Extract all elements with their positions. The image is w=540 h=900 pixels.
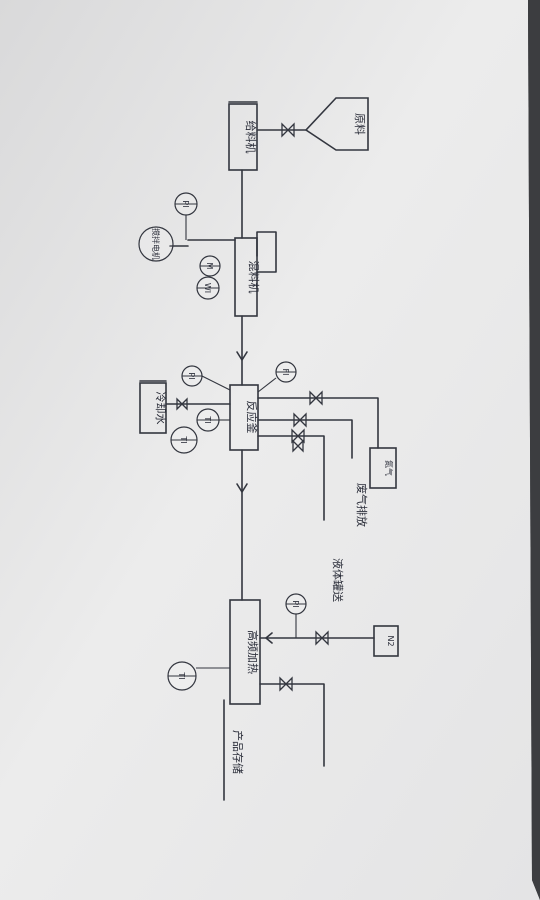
hopper-valve xyxy=(281,122,295,138)
reactor-box xyxy=(229,384,259,451)
n2-valve xyxy=(315,630,329,646)
heater-label: 高频加热 xyxy=(246,630,260,674)
pi-2-tap xyxy=(201,375,231,391)
svg-text:PI: PI xyxy=(187,372,196,379)
cooling-water-label: 冷却水 xyxy=(154,392,167,425)
product-line xyxy=(259,683,325,767)
instrument-pi-3: PI xyxy=(285,593,307,615)
exhaust-valve xyxy=(293,412,307,428)
feeder-box xyxy=(228,103,258,171)
table-edge xyxy=(528,0,540,900)
instrument-ti-2: TI xyxy=(170,426,198,454)
svg-text:TI: TI xyxy=(177,671,186,679)
feeder-label: 给料机 xyxy=(244,121,258,154)
heater-box xyxy=(229,599,261,705)
svg-text:WI: WI xyxy=(203,283,212,293)
flow-arrow-1 xyxy=(236,483,248,493)
n2-box xyxy=(373,625,399,657)
svg-text:FI: FI xyxy=(281,369,290,376)
instrument-ti-3: TI xyxy=(167,661,197,691)
svg-text:PI: PI xyxy=(181,200,190,207)
reactor-label: 反应釜 xyxy=(245,401,259,434)
nitrogen-box xyxy=(369,447,397,489)
product-valve xyxy=(279,676,293,692)
fi-1-tap xyxy=(257,377,277,393)
tank-label: 液体罐送 xyxy=(331,558,345,602)
stirring-motor: 搅拌电机 xyxy=(138,226,174,262)
svg-text:M: M xyxy=(205,263,214,270)
cooling-water-box xyxy=(139,382,167,434)
instrument-ti-1: TI xyxy=(196,408,220,432)
svg-text:TI: TI xyxy=(179,435,188,443)
mixer-recycle-line xyxy=(256,231,277,273)
svg-text:TI: TI xyxy=(203,415,212,423)
product-label: 产品存储 xyxy=(231,730,245,774)
mixer-box xyxy=(234,237,258,317)
nitrogen-valve-1 xyxy=(309,390,323,406)
mixer-label: 混料机 xyxy=(247,261,261,294)
raw-material-hopper xyxy=(304,97,369,151)
n2-label: N2 xyxy=(386,635,395,646)
raw-material-label: 原料 xyxy=(353,113,367,135)
tank-line xyxy=(257,435,325,521)
tank-valve-2 xyxy=(292,439,304,453)
tank-valve xyxy=(291,428,305,444)
instrument-wi-1: WI xyxy=(196,276,220,300)
exhaust-label: 废气排放 xyxy=(355,483,369,527)
n2-arrow xyxy=(265,632,273,644)
nitrogen-line xyxy=(257,397,379,449)
svg-text:PI: PI xyxy=(291,600,300,607)
instrument-pi-1: PI xyxy=(174,192,198,216)
instrument-mi-1: M xyxy=(199,255,221,277)
svg-text:搅拌电机: 搅拌电机 xyxy=(151,228,161,260)
nitrogen-label: 氮气 xyxy=(384,460,394,476)
cooling-water-valve xyxy=(176,397,188,411)
instrument-fi-1: FI xyxy=(275,361,297,383)
instrument-pi-2: PI xyxy=(181,365,203,387)
flow-arrow-2 xyxy=(236,351,248,361)
exhaust-line xyxy=(257,419,353,459)
